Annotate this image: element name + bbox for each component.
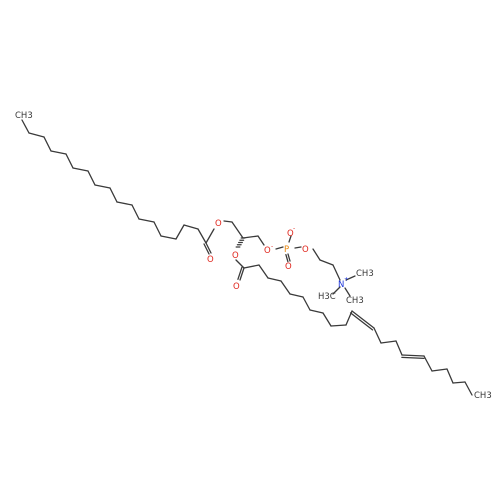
palmitoyl-chain-bond [43, 136, 52, 152]
palmitoyl-chain-bond [131, 204, 140, 220]
linoleoyl-chain-bond [452, 381, 466, 384]
ch3-palmitoyl-label: CH3 [15, 111, 33, 121]
linoleoyl-chain-bond [258, 264, 269, 279]
carbonyl-double-bond [239, 267, 245, 281]
linoleoyl-chain-bond [395, 340, 403, 356]
phosphate-bond [288, 235, 292, 243]
bond-lines [21, 119, 473, 396]
n-methyl-left-label: H3C [318, 292, 336, 302]
linoleoyl-chain-bond [330, 324, 347, 327]
n-methyl-bottom-label: CH3 [346, 296, 364, 306]
palmitoyl-chain-bond [160, 235, 177, 240]
n-methyl-bond [345, 275, 356, 281]
palmitoyl-chain-bond [183, 224, 199, 230]
glycerol-bond [231, 221, 244, 239]
phosphate-double-oxygen-label: O [285, 262, 292, 272]
n-methyl-top-label: CH3 [356, 269, 374, 279]
choline-bond [332, 264, 341, 281]
carbonyl-double-bond [237, 266, 243, 280]
carbonyl-double-bond [203, 243, 210, 255]
ester-oxygen-label: O [215, 219, 222, 229]
alkene-double-bond [401, 356, 425, 360]
carbonyl-double-bond [205, 242, 212, 254]
palmitoyl-chain-bond [116, 201, 133, 206]
linoleoyl-chain-bond [322, 312, 332, 327]
phosphate-double-bond [287, 253, 291, 262]
linoleoyl-chain-bond [267, 277, 282, 282]
choline-bond [312, 248, 321, 261]
linoleoyl-chain-bond [309, 309, 324, 314]
palmitoyl-chain-bond [175, 224, 185, 240]
palmitoyl-chain-bond [94, 184, 111, 189]
linoleoyl-chain-bond [302, 296, 311, 311]
linoleoyl-chain-bond [243, 264, 260, 269]
phosphate-anion-oxygen-label: O [287, 229, 294, 239]
phosphate-bridge-oxygen-label: O [264, 246, 271, 256]
palmitoyl-chain-bond [50, 150, 67, 155]
linoleoyl-chain-bond [289, 293, 304, 298]
linoleoyl-chain-bond [280, 280, 291, 295]
linoleoyl-chain-bond [446, 368, 454, 384]
ester-bond [223, 220, 233, 223]
glycerol-bond [257, 235, 265, 246]
ester-bond [205, 228, 215, 244]
alkene-double-bond [349, 312, 374, 331]
palmitoyl-chain-bond [87, 170, 96, 186]
carbonyl-oxygen-label: O [233, 282, 240, 292]
phosphorus-label: P [284, 245, 289, 255]
ester-bond [235, 259, 245, 269]
palmitoyl-chain-bond [21, 119, 30, 134]
n-methyl-bond [344, 287, 351, 297]
alkene-double-bond [351, 310, 375, 329]
ch3-linoleoyl-label: CH3 [474, 391, 492, 401]
linoleoyl-chain-bond [464, 381, 473, 396]
linoleoyl-chain-bond [380, 340, 397, 344]
phosphate-bond [275, 246, 284, 250]
glycerol-bond [242, 235, 259, 239]
choline-bond [319, 259, 334, 266]
n-methyl-bond [332, 286, 341, 295]
phosphate-bridge-oxygen-label: O [302, 245, 309, 255]
nitrogen-label: N [338, 280, 344, 290]
positive-charge-label: + [344, 276, 349, 283]
linoleoyl-chain-bond [423, 355, 433, 372]
ester-oxygen-label: O [232, 251, 239, 261]
alkene-double-bond [401, 354, 425, 357]
palmitoyl-chain-bond [28, 132, 45, 138]
linoleoyl-chain-bond [373, 327, 382, 344]
palmitoyl-chain-bond [109, 187, 118, 203]
phosphate-bond [294, 246, 302, 249]
negative-charge-label: - [293, 225, 295, 232]
linoleoyl-chain-bond [431, 368, 448, 372]
palmitoyl-chain-bond [65, 153, 74, 169]
palmitoyl-chain-bond [72, 167, 89, 172]
carbonyl-oxygen-label: O [207, 255, 214, 265]
phosphate-double-bond [285, 253, 289, 263]
negative-charge-label: - [271, 243, 273, 250]
palmitoyl-chain-bond [153, 221, 162, 237]
palmitoyl-chain-bond [138, 218, 155, 223]
palmitoyl-chain-bond [197, 228, 207, 244]
